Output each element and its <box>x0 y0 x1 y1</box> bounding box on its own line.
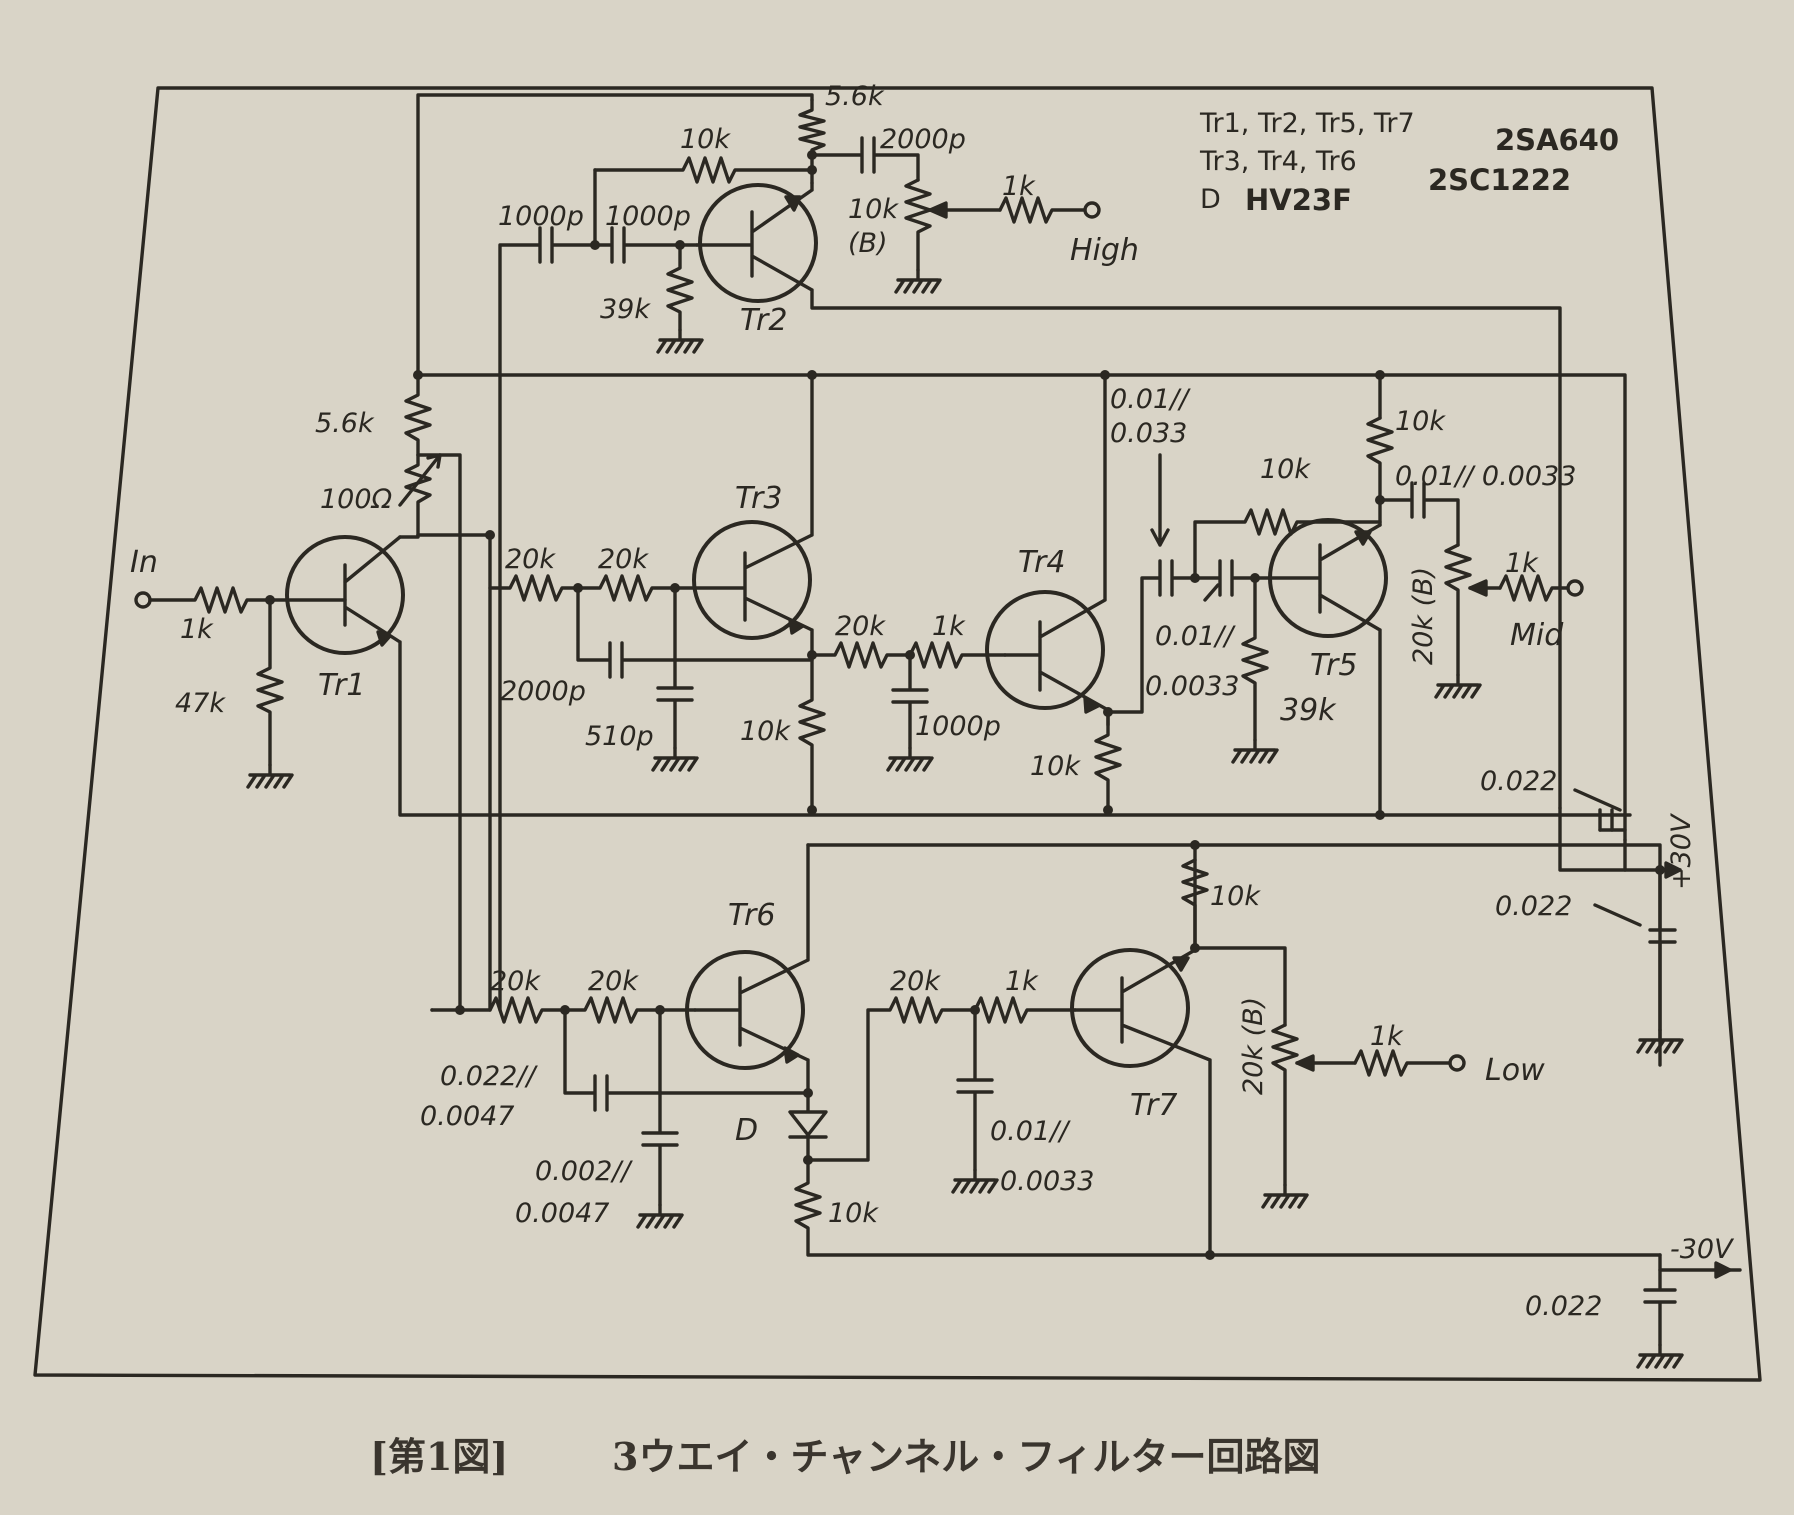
transistor-tr6 <box>685 950 805 1070</box>
transistor-tr3 <box>692 520 812 640</box>
label-tr6: Tr6 <box>728 898 775 933</box>
label-in-1k: 1k <box>180 614 214 645</box>
input-mid-section <box>134 370 1682 1012</box>
parts-list: Tr1, Tr2, Tr5, Tr7 2SA640 Tr3, Tr4, Tr6 … <box>1199 108 1619 217</box>
label-lo-c3-a: 0.01// <box>990 1116 1071 1147</box>
label-tr1-5k6: 5.6k <box>315 408 375 439</box>
label-diode: D <box>735 1113 758 1148</box>
transistor-tr7 <box>1070 948 1190 1068</box>
label-mid-2000p: 2000p <box>500 676 586 707</box>
label-mid-c1-b: 0.033 <box>1110 418 1187 449</box>
label-lo-c1-b: 0.0047 <box>420 1101 514 1132</box>
label-mid-39k: 39k <box>1280 693 1337 728</box>
terminal-neg-supply: -30V <box>1670 1234 1735 1265</box>
label-lo-c3-b: 0.0033 <box>1000 1166 1094 1197</box>
label-hi-pot-b: (B) <box>848 228 888 259</box>
parts-list-code-2: 2SC1222 <box>1428 163 1571 197</box>
terminal-mid: Mid <box>1510 618 1564 653</box>
label-lo-20k-c: 20k <box>890 966 941 997</box>
terminal-high: High <box>1070 233 1139 268</box>
label-lo-c2-a: 0.002// <box>535 1156 633 1187</box>
parts-list-code-1: 2SA640 <box>1495 123 1619 157</box>
high-filter-section <box>416 93 1562 1012</box>
label-mid-10k-e3: 10k <box>740 716 791 747</box>
label-dec-3: 0.022 <box>1525 1291 1602 1322</box>
label-lo-10k-c: 10k <box>1210 881 1261 912</box>
label-mid-1k: 1k <box>1505 548 1539 579</box>
label-tr1-100: 100Ω <box>320 484 393 515</box>
caption-title: 3ウエイ・チャンネル・フィルター回路図 <box>612 1434 1321 1479</box>
label-hi-1000p-b: 1000p <box>605 201 691 232</box>
label-mid-1000p: 1000p <box>915 711 1001 742</box>
caption-figure: [第1図] <box>370 1434 508 1479</box>
parts-list-names-2: Tr3, Tr4, Tr6 <box>1199 146 1357 177</box>
label-tr5: Tr5 <box>1310 648 1357 683</box>
transistor-tr1 <box>285 535 405 655</box>
label-tr2: Tr2 <box>740 303 787 338</box>
label-lo-c1-a: 0.022// <box>440 1061 538 1092</box>
label-mid-c1-a: 0.01// <box>1110 384 1191 415</box>
label-hi-10k-fb: 10k <box>680 124 731 155</box>
parts-list-code-3: HV23F <box>1245 183 1352 217</box>
label-lo-pot: 20k (B) <box>1238 997 1269 1095</box>
label-mid-1k-b: 1k <box>932 611 966 642</box>
terminal-input: In <box>130 545 158 580</box>
parts-list-names-1: Tr1, Tr2, Tr5, Tr7 <box>1199 108 1415 139</box>
label-mid-510p: 510p <box>585 721 654 752</box>
label-hi-5k6: 5.6k <box>825 81 885 112</box>
pot-hi-10k <box>904 178 932 272</box>
label-lo-1k-b: 1k <box>1005 966 1039 997</box>
label-mid-c2-a: 0.01// <box>1155 621 1236 652</box>
component-labels: 5.6k 10k 2000p 1000p 1000p 39k 10k (B) 1… <box>130 81 1735 1322</box>
transistor-tr4 <box>985 590 1105 710</box>
label-hi-2000p: 2000p <box>880 124 966 155</box>
parts-list-names-3: D <box>1200 184 1221 215</box>
label-mid-c3: 0.01// 0.0033 <box>1395 461 1576 492</box>
label-lo-c2-b: 0.0047 <box>515 1198 609 1229</box>
sheet-border <box>33 86 1762 1382</box>
low-filter-section <box>430 806 1742 1369</box>
label-hi-pot: 10k <box>848 194 899 225</box>
transistor-tr2 <box>698 183 818 303</box>
label-tr3: Tr3 <box>735 481 782 516</box>
label-lo-20k-b: 20k <box>588 966 639 997</box>
label-mid-10k-fb: 10k <box>1260 454 1311 485</box>
label-dec-2: 0.022 <box>1495 891 1572 922</box>
label-mid-pot: 20k (B) <box>1408 567 1439 665</box>
label-mid-20k-b: 20k <box>598 544 649 575</box>
label-mid-20k-c: 20k <box>835 611 886 642</box>
label-mid-c2-b: 0.0033 <box>1145 671 1239 702</box>
label-tr4: Tr4 <box>1018 545 1065 580</box>
label-lo-1k: 1k <box>1370 1021 1404 1052</box>
label-mid-20k-a: 20k <box>505 544 556 575</box>
terminal-low: Low <box>1485 1053 1545 1088</box>
label-mid-10k-e4: 10k <box>1030 751 1081 782</box>
resistor-hi-5k6 <box>798 98 826 185</box>
label-hi-1000p-a: 1000p <box>498 201 584 232</box>
label-dec-1: 0.022 <box>1480 766 1557 797</box>
terminal-pos-supply: +30V <box>1666 812 1697 890</box>
label-lo-20k-a: 20k <box>490 966 541 997</box>
diode-d <box>788 1091 828 1162</box>
label-tr1: Tr1 <box>318 668 365 703</box>
label-mid-10k-c: 10k <box>1395 406 1446 437</box>
label-in-47k: 47k <box>175 688 226 719</box>
label-tr7: Tr7 <box>1130 1088 1177 1123</box>
figure-caption: [第1図] 3ウエイ・チャンネル・フィルター回路図 <box>370 1434 1321 1479</box>
label-hi-1k: 1k <box>1002 171 1036 202</box>
label-lo-10k-d: 10k <box>828 1198 879 1229</box>
label-hi-39k: 39k <box>600 294 651 325</box>
